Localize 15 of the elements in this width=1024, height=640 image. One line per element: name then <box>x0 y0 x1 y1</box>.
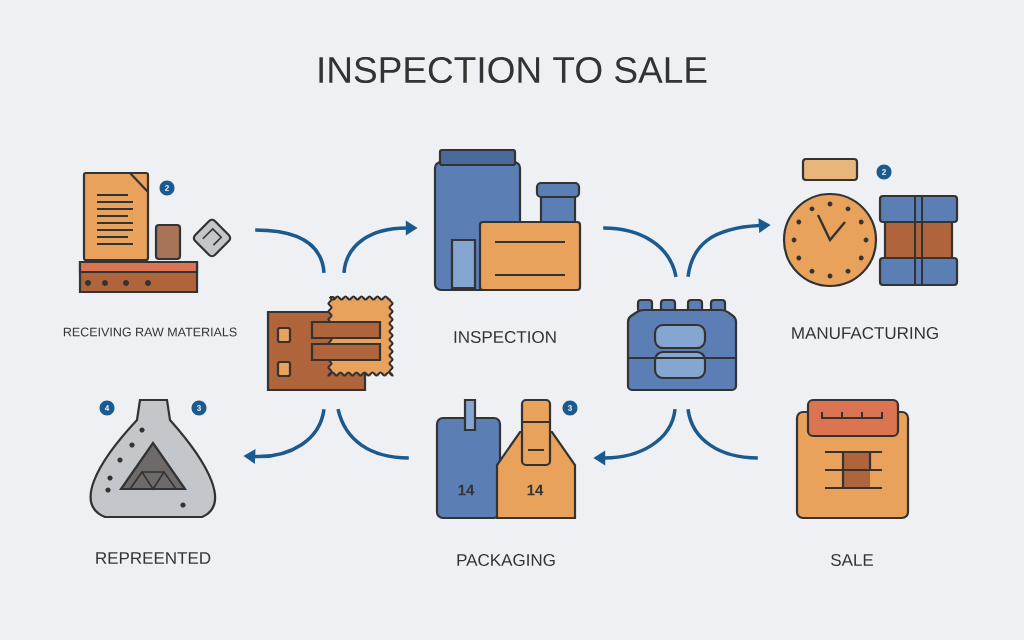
bottle-pack-icon <box>626 298 738 392</box>
callout-number: 3 <box>562 400 578 416</box>
step-label: INSPECTION <box>454 331 556 344</box>
box-number: 14 <box>458 484 475 496</box>
step-label: RECEIVING RAW MATERIALS <box>63 327 237 337</box>
stamp-card-icon <box>266 295 394 392</box>
callout-number: 3 <box>191 400 207 416</box>
step-label: REPREENTED <box>96 552 211 564</box>
callout-number: 4 <box>99 400 115 416</box>
step-label: PACKAGING <box>457 554 555 567</box>
title: INSPECTION TO SALE <box>319 56 707 84</box>
callout-number: 2 <box>159 180 175 196</box>
step-label: SALE <box>831 554 873 567</box>
callout-number: 2 <box>876 164 892 180</box>
step-label: MANUFACTURING <box>792 327 938 340</box>
